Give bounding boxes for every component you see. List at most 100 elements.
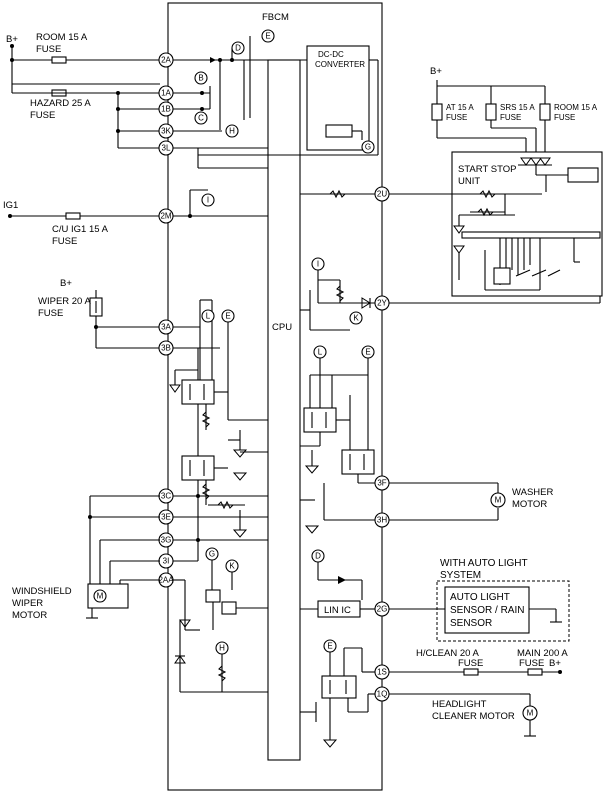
svg-text:UNIT: UNIT	[458, 176, 480, 187]
svg-text:L: L	[318, 348, 323, 357]
fuse-at: AT 15 A FUSE	[431, 103, 474, 122]
sensor-box	[444, 586, 530, 634]
svg-text:K: K	[229, 562, 235, 571]
fuse-srs: SRS 15 A FUSE	[485, 103, 535, 122]
terminal-2G: 2G	[374, 601, 390, 617]
svg-text:1A: 1A	[161, 89, 171, 98]
svg-text:M: M	[97, 592, 104, 601]
svg-text:3A: 3A	[161, 323, 171, 332]
cpu-label: CPU	[272, 322, 292, 333]
fuse-main	[527, 668, 543, 676]
svg-text:B+: B+	[60, 278, 72, 289]
headlight-cleaner-motor-symbol: M	[522, 705, 538, 721]
ref-C: C	[194, 111, 208, 125]
ss-inner-block	[567, 167, 599, 183]
svg-text:2U: 2U	[377, 190, 387, 199]
svg-text:B: B	[198, 74, 203, 83]
wiper-relay-1	[181, 379, 215, 405]
svg-text:3L: 3L	[162, 144, 171, 153]
svg-text:ROOM 15 A: ROOM 15 A	[554, 103, 598, 112]
svg-text:WINDSHIELD: WINDSHIELD	[12, 586, 72, 597]
svg-text:L: L	[206, 312, 211, 321]
svg-text:2A: 2A	[161, 56, 171, 65]
svg-text:D: D	[315, 552, 321, 561]
fuse-room-ss: ROOM 15 A FUSE	[539, 103, 598, 122]
washer-motor-label-2: MOTOR	[512, 499, 547, 510]
svg-text:H/CLEAN 20 A: H/CLEAN 20 A	[416, 648, 479, 659]
terminal-3E: 3E	[158, 509, 174, 525]
svg-text:MAIN 200 A: MAIN 200 A	[517, 648, 568, 659]
svg-text:SRS 15 A: SRS 15 A	[500, 103, 535, 112]
svg-text:FUSE: FUSE	[458, 658, 483, 669]
fuse-hclean	[463, 668, 479, 676]
washer-relay-1	[303, 407, 337, 433]
ref-L-washer: L	[313, 345, 327, 359]
wiper-fuse-feed: B+ WIPER 20 A FUSE	[38, 278, 160, 349]
lin-ic-label: LIN IC	[324, 605, 351, 616]
headlight-cleaner-relay	[321, 675, 357, 699]
svg-text:E: E	[327, 642, 332, 651]
svg-text:E: E	[265, 32, 270, 41]
svg-text:1Q: 1Q	[377, 690, 388, 699]
washer-motor-symbol: M	[490, 492, 506, 508]
svg-text:2AA: 2AA	[158, 576, 174, 585]
terminal-1S: 1S	[374, 664, 390, 680]
svg-text:1S: 1S	[377, 668, 387, 677]
ref-E-hc: E	[323, 639, 337, 653]
svg-text:2Y: 2Y	[377, 299, 387, 308]
svg-text:SYSTEM: SYSTEM	[440, 570, 481, 581]
ref-D-lin: D	[311, 549, 325, 563]
ref-E-top: E	[261, 29, 275, 43]
terminal-3F: 3F	[374, 475, 390, 491]
bplus-top-left: B+	[6, 34, 160, 85]
svg-text:H: H	[219, 644, 225, 653]
terminal-1Q: 1Q	[374, 686, 390, 702]
ref-D-top: D	[231, 41, 245, 55]
ref-E-wiper: E	[221, 309, 235, 323]
svg-text:3I: 3I	[163, 557, 170, 566]
svg-text:FUSE: FUSE	[52, 236, 77, 247]
terminal-1A: 1A	[158, 85, 174, 101]
svg-text:WIPER 20 A: WIPER 20 A	[38, 296, 91, 307]
terminal-2Y: 2Y	[374, 295, 390, 311]
terminal-2U: 2U	[374, 186, 390, 202]
svg-text:FUSE: FUSE	[519, 658, 544, 669]
svg-text:D: D	[235, 44, 241, 53]
headlight-cleaner-label-1: HEADLIGHT	[432, 699, 487, 710]
svg-text:FUSE: FUSE	[554, 113, 575, 122]
ref-I-2y: I	[311, 257, 325, 271]
bplus-top-right: B+	[430, 66, 546, 104]
washer-relay-2	[341, 449, 375, 475]
svg-text:AT 15 A: AT 15 A	[446, 103, 474, 112]
logic-gate-1	[205, 589, 221, 603]
svg-text:E: E	[365, 348, 370, 357]
terminal-3I: 3I	[158, 553, 174, 569]
svg-text:IG1: IG1	[3, 200, 18, 211]
dcdc-inner-block	[325, 124, 353, 138]
svg-text:2G: 2G	[377, 605, 388, 614]
ss-bus-bar	[461, 231, 601, 239]
terminal-1B: 1B	[158, 101, 174, 117]
ss-relay-block	[493, 267, 511, 285]
svg-text:3H: 3H	[377, 516, 387, 525]
ref-I-ig1: I	[201, 193, 215, 207]
svg-text:3B: 3B	[161, 344, 171, 353]
terminal-2A: 2A	[158, 52, 174, 68]
svg-text:3K: 3K	[161, 127, 171, 136]
svg-text:K: K	[353, 314, 359, 323]
svg-text:WITH AUTO LIGHT: WITH AUTO LIGHT	[440, 558, 528, 569]
wiper-relay-2	[181, 455, 215, 481]
svg-text:M: M	[527, 709, 534, 718]
terminal-3H: 3H	[374, 512, 390, 528]
svg-text:3C: 3C	[161, 492, 171, 501]
terminal-3C: 3C	[158, 488, 174, 504]
cpu-block	[267, 59, 301, 761]
terminal-2M: 2M	[158, 208, 174, 224]
svg-text:B+: B+	[549, 658, 561, 669]
svg-text:SENSOR / RAIN: SENSOR / RAIN	[450, 605, 524, 616]
svg-text:G: G	[209, 550, 215, 559]
headlight-cleaner-label-2: CLEANER MOTOR	[432, 711, 515, 722]
ref-K-low: K	[225, 559, 239, 573]
svg-text:C/U IG1 15 A: C/U IG1 15 A	[52, 224, 109, 235]
